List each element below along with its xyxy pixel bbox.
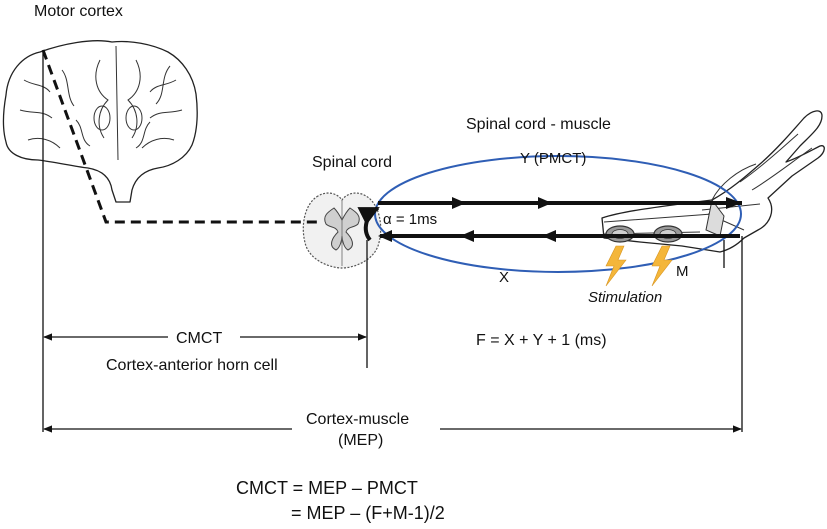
y-pmct-label: Y (PMCT) [520,150,586,167]
stimulation-label: Stimulation [588,289,662,306]
cmct-subtitle: Cortex-anterior horn cell [106,357,278,374]
motor-cortex-label: Motor cortex [34,3,123,20]
corticospinal-pathway-dashed [41,49,320,224]
spinal-cord-label: Spinal cord [312,154,392,171]
f-formula: F = X + Y + 1 (ms) [476,332,607,349]
m-label: M [676,263,689,280]
alpha-label: α = 1ms [383,211,437,228]
equation-line-1: CMCT = MEP – PMCT [236,478,418,498]
x-label: X [499,269,509,286]
arm-hand-outline-icon [601,110,825,253]
lightning-bolt-icon [605,245,673,287]
equation-line-2: = MEP – (F+M-1)/2 [291,503,445,523]
cortex-muscle-label: Cortex-muscle [306,411,409,428]
spinal-cord-muscle-label: Spinal cord - muscle [466,116,611,133]
cmct-label: CMCT [176,330,222,347]
spinal-cord-cross-section-icon [302,192,382,269]
orthodromic-upper-arrow [378,197,742,209]
brain-coronal-section-icon [2,40,198,203]
antidromic-lower-arrow [378,230,740,242]
mep-label: (MEP) [338,432,383,449]
alpha-arc [357,206,380,242]
